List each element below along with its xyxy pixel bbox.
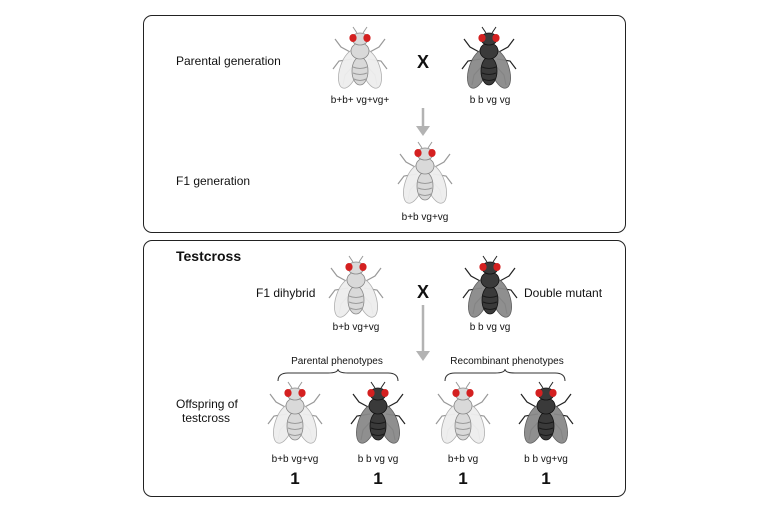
arrow-testcross-to-offspring bbox=[416, 305, 430, 361]
mutant-fly-double-mutant bbox=[462, 255, 518, 318]
f1-dihybrid-label: F1 dihybrid bbox=[256, 286, 316, 300]
wild-type-fly-f1 bbox=[397, 141, 453, 204]
offspring-count-1: 1 bbox=[290, 469, 300, 488]
parental-f1-panel bbox=[143, 15, 626, 233]
testcross-right-genotype: b b vg vg bbox=[469, 322, 511, 333]
wild-type-fly-parental bbox=[332, 26, 388, 89]
offspring-genotype-1: b+b vg+vg bbox=[271, 454, 319, 465]
offspring-genotype-3: b+b vg bbox=[447, 454, 479, 465]
recombinant-phenotypes-label: Recombinant phenotypes bbox=[450, 356, 564, 367]
f1-generation-label: F1 generation bbox=[176, 174, 251, 188]
parental-phenotypes-label: Parental phenotypes bbox=[291, 356, 383, 367]
offspring-fly-1-wild bbox=[267, 381, 323, 444]
offspring-genotype-4: b b vg+vg bbox=[524, 454, 568, 465]
parental-generation-label: Parental generation bbox=[176, 54, 281, 68]
offspring-genotype-2: b b vg vg bbox=[357, 454, 399, 465]
parental-phenotypes-brace bbox=[277, 368, 399, 382]
cross-symbol-testcross: X bbox=[416, 282, 430, 302]
double-mutant-label: Double mutant bbox=[524, 286, 603, 300]
testcross-panel bbox=[143, 240, 626, 497]
testcross-left-genotype: b+b vg+vg bbox=[332, 322, 380, 333]
offspring-count-4: 1 bbox=[541, 469, 551, 488]
f1-genotype: b+b vg+vg bbox=[401, 212, 449, 223]
offspring-fly-4-mutant-recombinant bbox=[518, 381, 574, 444]
testcross-title: Testcross bbox=[176, 248, 242, 264]
wild-type-fly-f1-dihybrid bbox=[328, 255, 384, 318]
cross-symbol-parental: X bbox=[416, 52, 430, 72]
offspring-label-line1: Offspring of bbox=[176, 397, 238, 411]
offspring-count-3: 1 bbox=[458, 469, 468, 488]
arrow-parental-to-f1 bbox=[416, 108, 430, 136]
recombinant-phenotypes-brace bbox=[444, 368, 566, 382]
offspring-count-2: 1 bbox=[373, 469, 383, 488]
parental-left-genotype: b+b+ vg+vg+ bbox=[330, 95, 390, 106]
offspring-label-line2: testcross bbox=[182, 411, 231, 425]
offspring-fly-3-wild-recombinant bbox=[435, 381, 491, 444]
offspring-fly-2-mutant bbox=[350, 381, 406, 444]
parental-right-genotype: b b vg vg bbox=[469, 95, 511, 106]
mutant-fly-parental bbox=[461, 26, 517, 89]
